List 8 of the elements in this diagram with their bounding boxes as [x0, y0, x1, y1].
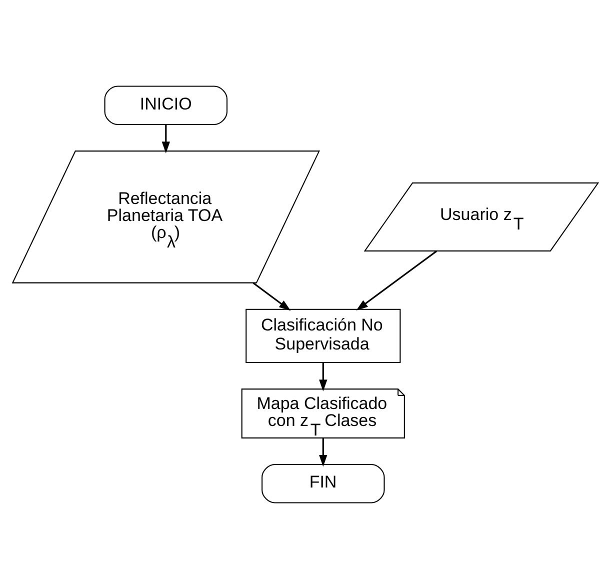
arrow	[319, 437, 328, 466]
node-box: FIN	[262, 463, 385, 503]
node-box: INICIO	[104, 85, 228, 125]
arrow	[252, 282, 291, 310]
arrow	[356, 250, 437, 310]
arrow	[162, 124, 170, 153]
arrow	[319, 362, 328, 391]
node-box: Clasificación No Supervisada	[246, 308, 401, 363]
